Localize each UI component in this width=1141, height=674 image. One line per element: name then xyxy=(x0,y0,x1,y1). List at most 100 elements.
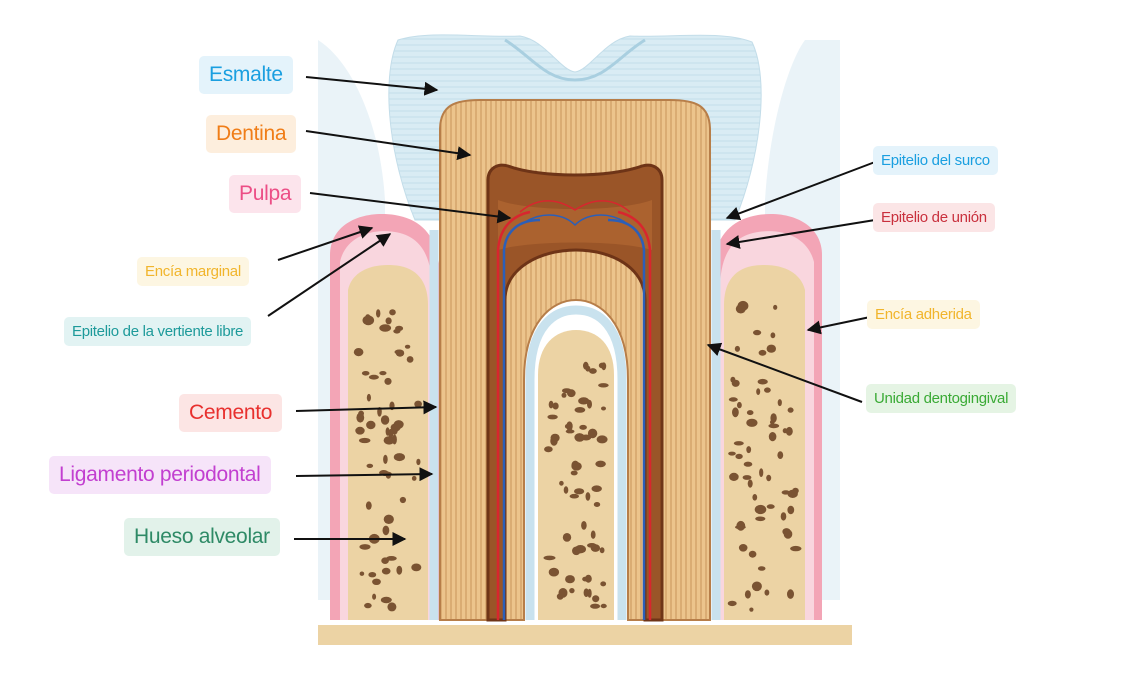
label-cemento: Cemento xyxy=(179,394,283,432)
bone-hole xyxy=(753,329,762,336)
bone-hole xyxy=(593,502,601,507)
label-encia-marginal: Encía marginal xyxy=(137,257,249,286)
bone-hole xyxy=(399,496,406,504)
label-epitelio-vertiente-libre: Epitelio de la vertiente libre xyxy=(64,317,252,346)
bone-hole xyxy=(366,463,374,468)
bone-hole xyxy=(353,348,364,357)
bone-hole xyxy=(355,426,365,435)
bone-hole xyxy=(359,571,365,576)
bone-hole xyxy=(358,437,371,444)
bone-hole xyxy=(356,412,365,423)
bone-hole xyxy=(364,602,372,609)
bone-hole xyxy=(755,516,766,522)
bone-hole xyxy=(757,566,766,571)
bone-hole xyxy=(547,414,558,420)
bone-hole xyxy=(749,607,754,612)
bone-hole xyxy=(543,555,556,561)
bone-hole xyxy=(365,501,372,510)
bone-hole xyxy=(569,588,575,594)
bone-hole xyxy=(414,400,422,408)
bone-hole xyxy=(574,433,585,442)
label-epitelio-union: Epitelio de unión xyxy=(873,203,995,232)
bone-hole xyxy=(361,371,370,376)
bone-hole xyxy=(570,470,578,476)
bone-hole xyxy=(583,361,589,370)
bone-hole xyxy=(565,429,575,434)
bone-hole xyxy=(759,468,764,477)
bone-hole xyxy=(589,368,597,374)
bone-hole xyxy=(384,377,392,385)
bone-hole xyxy=(389,309,396,316)
bone-hole xyxy=(590,530,596,539)
bone-hole xyxy=(731,379,740,387)
bone-hole xyxy=(743,461,753,467)
bone-hole xyxy=(416,458,421,466)
bone-hole xyxy=(787,407,794,413)
bone-hole xyxy=(780,512,787,521)
bone-hole xyxy=(757,378,768,385)
pointer-arrows xyxy=(267,76,876,546)
bone-hole xyxy=(733,441,744,446)
bone-hole xyxy=(383,454,388,464)
bone-hole xyxy=(599,547,605,554)
bone-hole xyxy=(574,545,587,554)
bone-hole xyxy=(382,525,390,536)
bone-hole xyxy=(411,563,422,572)
bone-hole xyxy=(735,453,743,460)
bone-hole xyxy=(569,493,579,499)
bone-hole xyxy=(365,314,371,319)
bone-hole xyxy=(758,349,767,356)
bone-hole xyxy=(548,567,560,577)
bone-hole xyxy=(787,505,795,515)
bone-hole xyxy=(737,401,742,409)
bone-hole xyxy=(587,399,592,409)
bone-hole xyxy=(751,581,762,592)
bone-hole xyxy=(738,544,748,552)
bone-hole xyxy=(600,603,607,609)
bone-hole xyxy=(777,451,784,459)
bone-hole xyxy=(787,589,794,599)
bone-hole xyxy=(368,572,377,578)
bone-hole xyxy=(561,392,567,398)
bone-hole xyxy=(732,407,739,418)
bone-hole xyxy=(372,578,381,585)
bone-hole xyxy=(746,410,754,416)
bone-hole xyxy=(565,575,575,584)
bone-hole xyxy=(385,317,392,325)
bone-hole xyxy=(582,576,588,582)
bone-hole xyxy=(785,426,793,436)
bone-hole xyxy=(574,488,585,495)
bone-hole xyxy=(766,474,772,482)
bone-hole xyxy=(362,315,375,326)
bone-hole xyxy=(768,423,780,429)
bone-hole xyxy=(773,304,778,310)
bone-hole xyxy=(728,451,736,456)
bone-hole xyxy=(366,393,371,402)
bone-hole xyxy=(393,453,405,462)
label-hueso-alveolar: Hueso alveolar xyxy=(124,518,280,556)
bone-hole xyxy=(783,529,793,539)
label-esmalte: Esmalte xyxy=(199,56,293,94)
bone-hole xyxy=(728,397,738,402)
bone-hole xyxy=(754,504,767,515)
bone-hole xyxy=(579,424,587,430)
bone-hole xyxy=(558,588,568,598)
bone-hole xyxy=(379,324,392,332)
bone-hole xyxy=(742,475,752,480)
bone-hole xyxy=(596,435,608,444)
bone-hole xyxy=(366,420,376,430)
bone-hole xyxy=(729,472,739,481)
label-pulpa: Pulpa xyxy=(229,175,302,213)
bone-hole xyxy=(383,514,394,524)
bone-hole xyxy=(411,475,417,481)
bone-hole xyxy=(727,600,737,607)
bone-hole xyxy=(571,460,580,471)
bone-hole xyxy=(368,374,379,380)
bone-hole xyxy=(585,492,591,501)
bone-hole xyxy=(376,309,381,318)
bone-hole xyxy=(544,446,553,453)
bone-hole xyxy=(598,383,609,388)
bone-hole xyxy=(406,356,414,363)
bone-hole xyxy=(359,544,371,550)
label-encia-adherida: Encía adherida xyxy=(867,300,980,329)
